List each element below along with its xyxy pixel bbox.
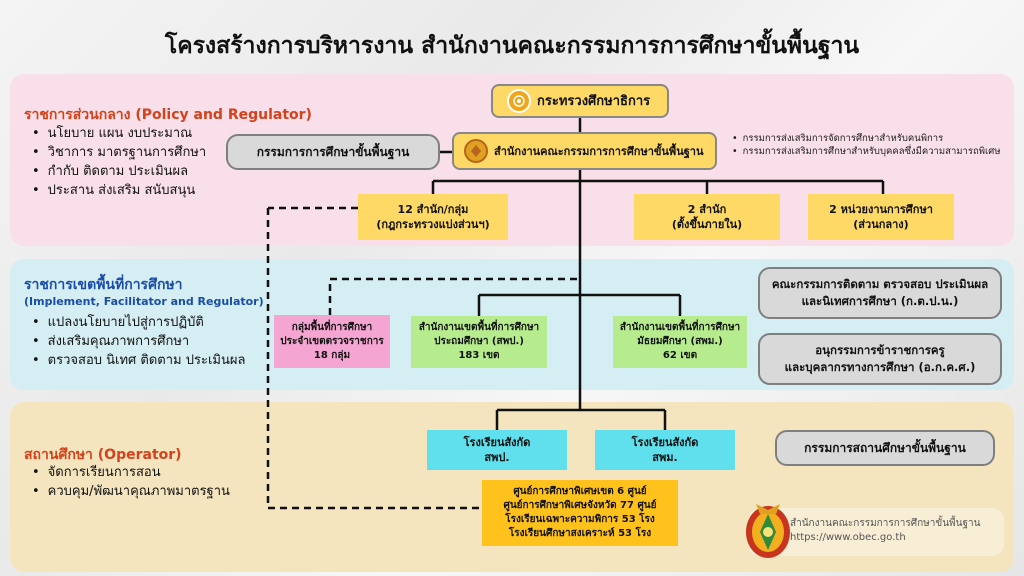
obec-committee-notes: กรรมการส่งเสริมการจัดการศึกษาสำหรับคนพิก… bbox=[732, 132, 1002, 158]
teacher-subcommittee-node: อนุกรรมการข้าราชการครู และบุคลากรทางการศ… bbox=[758, 333, 1002, 385]
obec-logo-icon bbox=[742, 498, 794, 560]
list-item: กรรมการส่งเสริมการจัดการศึกษาสำหรับคนพิก… bbox=[732, 132, 1002, 145]
list-item: ส่งเสริมคุณภาพการศึกษา bbox=[32, 332, 245, 351]
area-section-subtitle: (Implement, Facilitator and Regulator) bbox=[24, 295, 264, 308]
inspection-line-1: กลุ่มพื้นที่การศึกษา bbox=[291, 321, 373, 333]
central-section-title: ราชการส่วนกลาง (Policy and Regulator) bbox=[24, 107, 312, 123]
monitoring-line-1: คณะกรรมการติดตาม ตรวจสอบ ประเมินผล bbox=[771, 277, 989, 291]
list-item: กรรมการส่งเสริมการศึกษาสำหรับบุคคลซึ่งมี… bbox=[732, 145, 1002, 158]
agencies-line-1: 2 หน่วยงานการศึกษา bbox=[829, 203, 933, 216]
special-line-4: โรงเรียนศึกษาสงเคราะห์ 53 โรง bbox=[508, 528, 652, 539]
school-section-title: สถานศึกษา (Operator) bbox=[24, 447, 182, 463]
list-item: ประสาน ส่งเสริม สนับสนุน bbox=[32, 181, 206, 200]
primary-area-line-2: ประถมศึกษา (สพป.) bbox=[434, 336, 524, 347]
ministry-label: กระทรวงศึกษาธิการ bbox=[537, 93, 651, 109]
special-line-1: ศูนย์การศึกษาพิเศษเขต 6 ศูนย์ bbox=[513, 486, 647, 497]
area-section-title: ราชการเขตพื้นที่การศึกษา bbox=[24, 277, 183, 293]
central-agencies-node: 2 หน่วยงานการศึกษา (ส่วนกลาง) bbox=[808, 194, 954, 240]
inspection-line-2: ประจำเขตตรวจราชการ bbox=[280, 335, 384, 347]
primary-area-office-node: สำนักงานเขตพื้นที่การศึกษา ประถมศึกษา (ส… bbox=[411, 316, 547, 368]
central-duty-list: นโยบาย แผน งบประมาณ วิชาการ มาตรฐานการศึ… bbox=[32, 124, 207, 200]
primary-area-line-3: 183 เขต bbox=[458, 350, 500, 361]
special-education-node: ศูนย์การศึกษาพิเศษเขต 6 ศูนย์ ศูนย์การศึ… bbox=[482, 480, 678, 546]
obec-emblem-icon bbox=[464, 139, 488, 163]
internal-bureaus-node: 2 สำนัก (ตั้งขึ้นภายใน) bbox=[634, 194, 780, 240]
teacher-sub-line-1: อนุกรรมการข้าราชการครู bbox=[815, 343, 945, 357]
bureaus-line-2: (กฎกระทรวงแบ่งส่วนฯ) bbox=[376, 218, 490, 231]
list-item: ตรวจสอบ นิเทศ ติดตาม ประเมินผล bbox=[32, 351, 246, 370]
secondary-area-line-2: มัธยมศึกษา (สพม.) bbox=[637, 336, 723, 347]
area-duty-list: แปลงนโยบายไปสู่การปฏิบัติ ส่งเสริมคุณภาพ… bbox=[32, 313, 246, 370]
basic-education-board-node: กรรมการการศึกษาขั้นพื้นฐาน bbox=[226, 134, 440, 170]
list-item: แปลงนโยบายไปสู่การปฏิบัติ bbox=[32, 313, 245, 332]
secondary-school-node: โรงเรียนสังกัด สพม. bbox=[595, 430, 735, 470]
bureaus-line-1: 12 สำนัก/กลุ่ม bbox=[397, 203, 469, 216]
internal-line-2: (ตั้งขึ้นภายใน) bbox=[671, 218, 743, 231]
ministry-node: กระทรวงศึกษาธิการ bbox=[491, 84, 669, 118]
internal-line-1: 2 สำนัก bbox=[687, 203, 727, 216]
list-item: จัดการเรียนการสอน bbox=[32, 463, 230, 482]
page-title: โครงสร้างการบริหารงาน สำนักงานคณะกรรมการ… bbox=[164, 33, 860, 59]
bureaus-node: 12 สำนัก/กลุ่ม (กฎกระทรวงแบ่งส่วนฯ) bbox=[358, 194, 508, 240]
secondary-area-office-node: สำนักงานเขตพื้นที่การศึกษา มัธยมศึกษา (ส… bbox=[613, 316, 747, 368]
secondary-area-line-3: 62 เขต bbox=[662, 350, 698, 361]
secondary-school-line-1: โรงเรียนสังกัด bbox=[631, 436, 699, 449]
obec-label: สำนักงานคณะกรรมการการศึกษาขั้นพื้นฐาน bbox=[494, 144, 704, 158]
inspection-line-3: 18 กลุ่ม bbox=[313, 349, 351, 361]
primary-area-line-1: สำนักงานเขตพื้นที่การศึกษา bbox=[418, 322, 540, 333]
footer-url-link[interactable]: https://www.obec.go.th bbox=[790, 532, 906, 543]
list-item: นโยบาย แผน งบประมาณ bbox=[32, 124, 206, 143]
list-item: กำกับ ติดตาม ประเมินผล bbox=[32, 162, 206, 181]
obec-node: สำนักงานคณะกรรมการการศึกษาขั้นพื้นฐาน bbox=[452, 132, 717, 170]
secondary-area-line-1: สำนักงานเขตพื้นที่การศึกษา bbox=[619, 322, 741, 333]
primary-school-line-2: สพป. bbox=[484, 451, 510, 464]
monitoring-line-2: และนิเทศการศึกษา (ก.ต.ป.น.) bbox=[801, 294, 959, 308]
ministry-emblem-icon bbox=[507, 89, 531, 113]
agencies-line-2: (ส่วนกลาง) bbox=[853, 218, 909, 231]
list-item: ควบคุม/พัฒนาคุณภาพมาตรฐาน bbox=[32, 482, 230, 501]
inspection-group-node: กลุ่มพื้นที่การศึกษา ประจำเขตตรวจราชการ … bbox=[274, 315, 390, 368]
teacher-sub-line-2: และบุคลากรทางการศึกษา (อ.ก.ค.ศ.) bbox=[784, 360, 976, 374]
monitoring-board-node: คณะกรรมการติดตาม ตรวจสอบ ประเมินผล และนิ… bbox=[758, 267, 1002, 319]
primary-school-node: โรงเรียนสังกัด สพป. bbox=[427, 430, 567, 470]
primary-school-line-1: โรงเรียนสังกัด bbox=[463, 436, 531, 449]
footer-org-name: สำนักงานคณะกรรมการการศึกษาขั้นพื้นฐาน bbox=[790, 518, 981, 529]
school-board-node: กรรมการสถานศึกษาขั้นพื้นฐาน bbox=[775, 430, 995, 466]
special-line-3: โรงเรียนเฉพาะความพิการ 53 โรง bbox=[505, 514, 655, 525]
list-item: วิชาการ มาตรฐานการศึกษา bbox=[32, 143, 207, 162]
footer-card bbox=[748, 508, 1004, 556]
special-line-2: ศูนย์การศึกษาพิเศษจังหวัด 77 ศูนย์ bbox=[503, 500, 657, 511]
school-duty-list: จัดการเรียนการสอน ควบคุม/พัฒนาคุณภาพมาตร… bbox=[32, 463, 230, 501]
secondary-school-line-2: สพม. bbox=[652, 451, 678, 464]
